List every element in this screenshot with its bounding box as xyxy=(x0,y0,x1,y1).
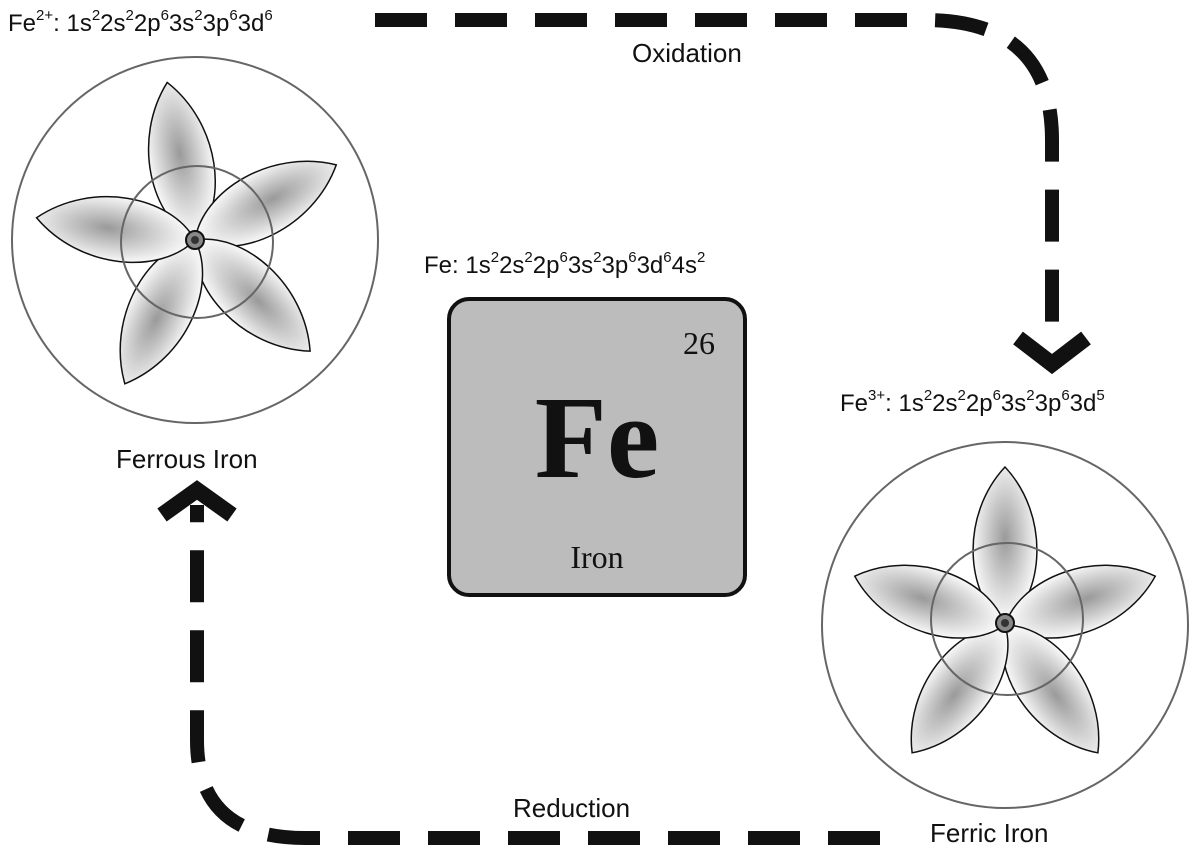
orbital-electron-count: 2 xyxy=(696,249,706,266)
ferrous-iron-label: Ferrous Iron xyxy=(116,444,258,474)
orbital-electron-count: 2 xyxy=(194,7,203,24)
ion-symbol: Fe xyxy=(8,10,37,37)
orbital-electron-count: 2 xyxy=(957,387,966,404)
reduction-arrow-path xyxy=(190,505,880,845)
orbital-electron-count: 5 xyxy=(1096,387,1105,404)
orbital-term: 2p xyxy=(965,390,993,417)
oxidation-arrow-path xyxy=(375,13,1059,340)
ferric-iron-label: Ferric Iron xyxy=(930,818,1049,848)
orbital-term: 3p xyxy=(1034,390,1062,417)
ion-symbol: Fe xyxy=(840,390,869,417)
oxidation-arrowhead xyxy=(1013,331,1091,375)
orbital-electron-count: 2 xyxy=(524,249,533,266)
element-symbol: Fe xyxy=(534,372,660,503)
orbital-term: 3p xyxy=(601,252,629,279)
orbital-electron-count: 6 xyxy=(992,387,1001,404)
orbital-electron-count: 6 xyxy=(559,249,568,266)
orbital-term: 1s xyxy=(898,390,924,417)
orbital-term: 3d xyxy=(1069,390,1097,417)
orbital-term: 3d xyxy=(636,252,664,279)
reduction-label: Reduction xyxy=(513,793,631,823)
neutral-iron-electron-config: Fe: 1s22s22p63s23p63d64s2 xyxy=(424,249,706,279)
orbital-electron-count: 2 xyxy=(923,387,933,404)
orbital-term: 3s xyxy=(567,252,594,279)
orbital-term: 2s xyxy=(932,390,958,417)
orbital-term: 1s xyxy=(465,252,491,279)
element-name: Iron xyxy=(570,539,624,575)
ferrous-iron-atom xyxy=(11,56,379,424)
orbital-term: 3s xyxy=(1000,390,1027,417)
oxidation-label: Oxidation xyxy=(632,38,742,68)
orbital-term: 1s xyxy=(66,10,92,37)
orbital-term: 3p xyxy=(202,10,230,37)
orbital-electron-count: 6 xyxy=(628,249,637,266)
orbital-electron-count: 6 xyxy=(160,7,169,24)
orbital-term: 2p xyxy=(532,252,560,279)
orbital-electron-count: 2 xyxy=(593,249,602,266)
orbital-electron-count: 2 xyxy=(490,249,500,266)
ferric-electron-config: Fe3+: 1s22s22p63s23p63d5 xyxy=(840,387,1105,417)
orbital-electron-count: 6 xyxy=(264,7,273,24)
orbital-electron-count: 6 xyxy=(663,249,672,266)
orbital-electron-count: 2 xyxy=(1026,387,1035,404)
reduction-arrowhead xyxy=(157,480,237,522)
ferrous-electron-config: Fe2+: 1s22s22p63s23p63d6 xyxy=(8,7,273,37)
orbital-electron-count: 2 xyxy=(91,7,101,24)
orbital-term: 2p xyxy=(133,10,161,37)
ion-symbol: Fe xyxy=(424,252,453,279)
orbital-term: 4s xyxy=(671,252,697,279)
orbital-term: 2s xyxy=(100,10,126,37)
ion-charge: 2+ xyxy=(36,7,54,24)
orbital-term: 3d xyxy=(237,10,265,37)
iron-element-tile: 26 Fe Iron xyxy=(447,297,747,597)
orbital-electron-count: 2 xyxy=(125,7,134,24)
orbital-term: 2s xyxy=(499,252,525,279)
orbital-electron-count: 6 xyxy=(229,7,238,24)
atomic-number: 26 xyxy=(683,325,715,361)
ferric-iron-atom xyxy=(821,441,1189,809)
ion-charge: 3+ xyxy=(868,387,886,404)
orbital-term: 3s xyxy=(168,10,195,37)
orbital-electron-count: 6 xyxy=(1061,387,1070,404)
